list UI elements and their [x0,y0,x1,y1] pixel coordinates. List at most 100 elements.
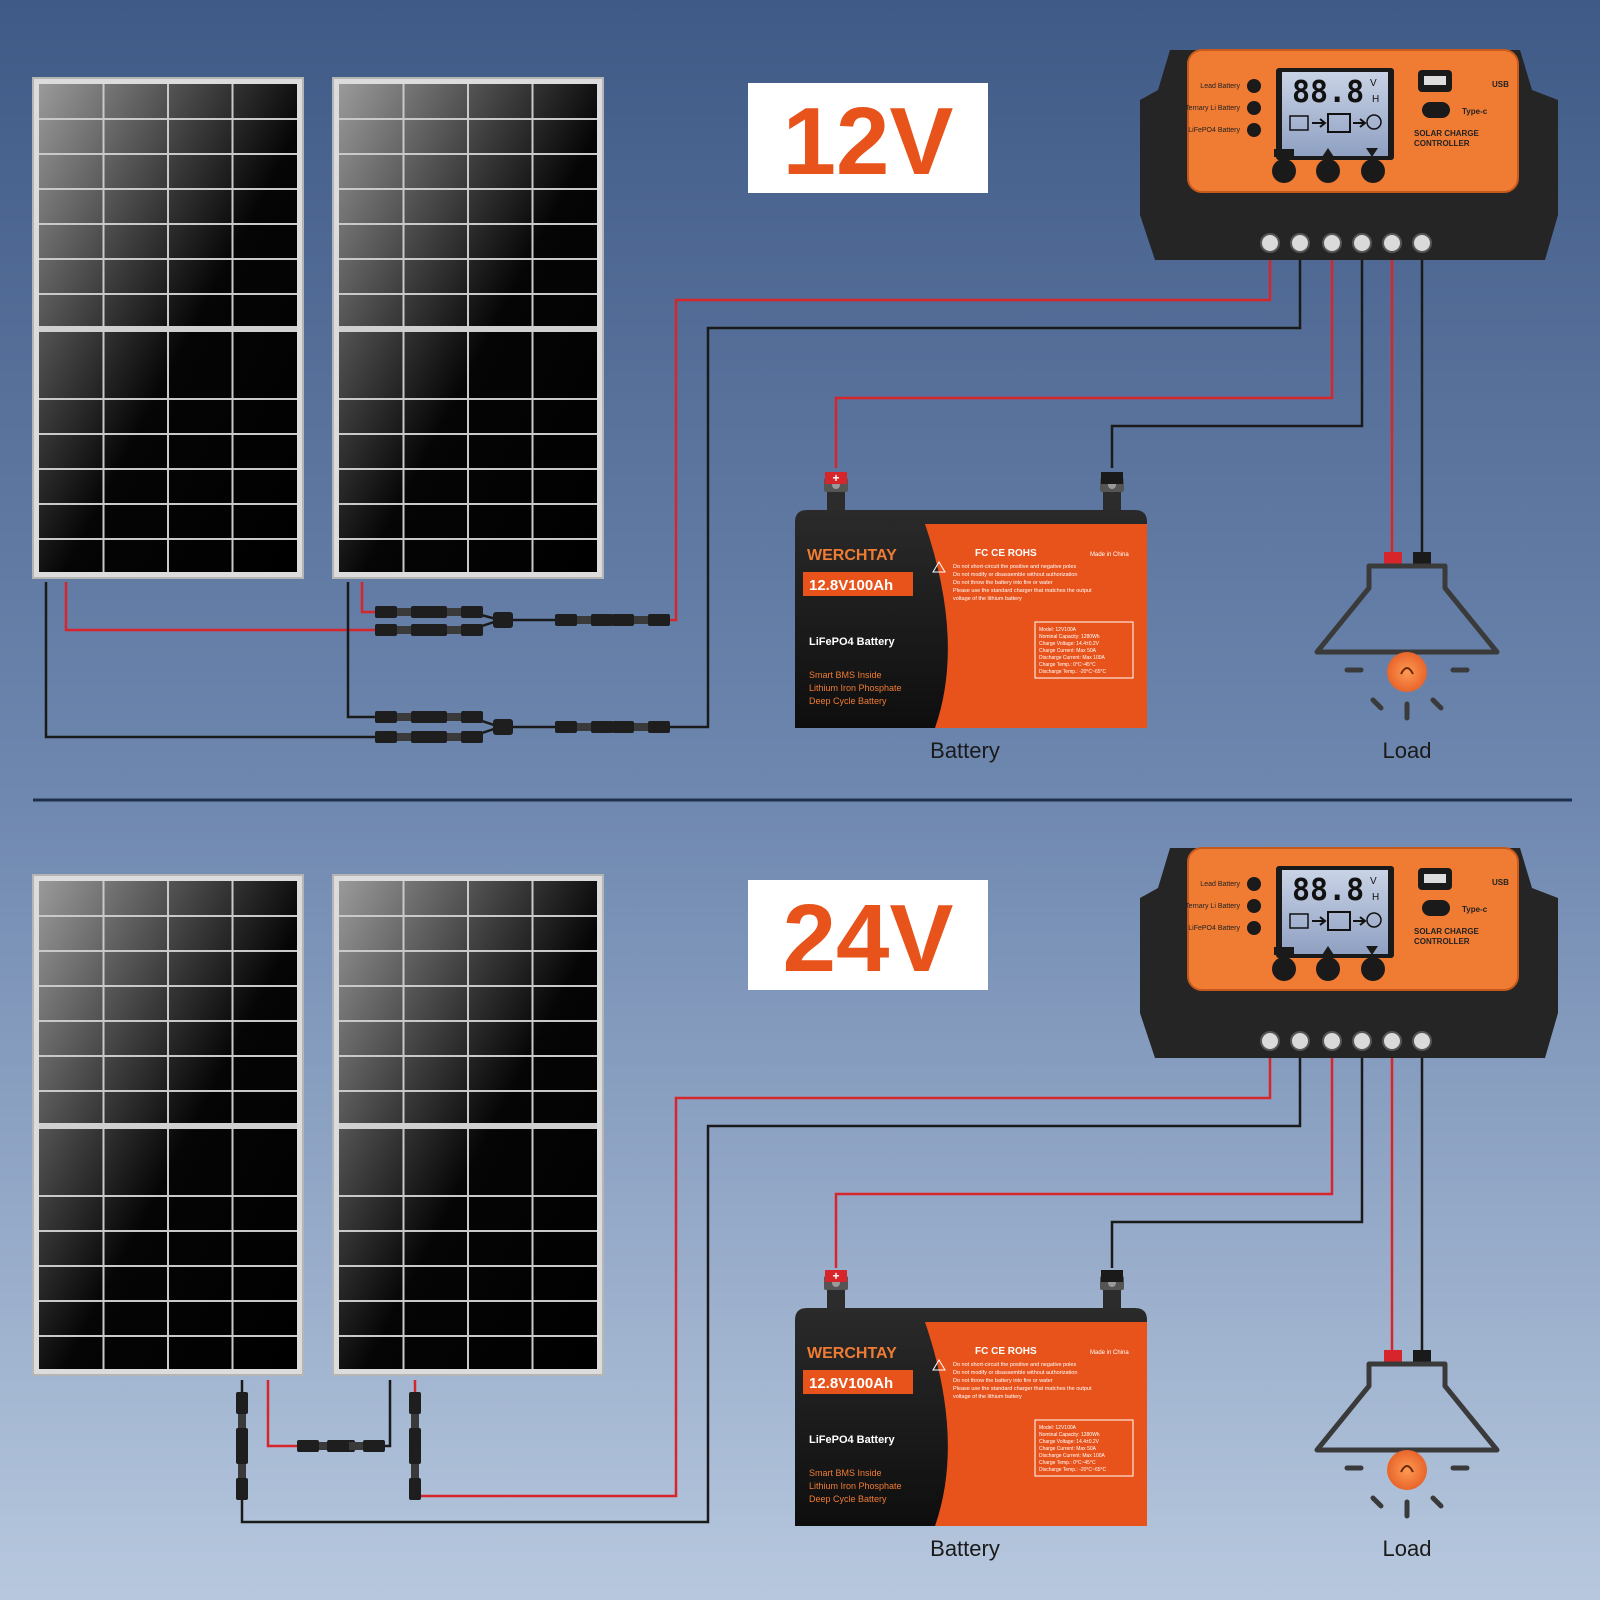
battery-feature-1: Smart BMS Inside [809,1468,882,1478]
battery-chemistry: LiFePO4 Battery [809,1434,895,1446]
up-button[interactable] [1316,159,1340,183]
section-24v: 24V Lead Battery Ternary Li Battery LiFe… [32,847,1558,1561]
section-12v: 12V Lead Battery Ternary Li Battery LiFe… [32,49,1558,763]
mode-lifepo4-indicator [1247,123,1261,137]
battery-spec-4: Charge Current: Max 50A [1039,1446,1097,1452]
typec-port [1422,900,1450,916]
battery-warning-5: voltage of the lithium battery [953,1394,1022,1400]
battery-chemistry: LiFePO4 Battery [809,636,895,648]
controller-title-2: CONTROLLER [1414,937,1470,946]
battery-warning-4: Please use the standard charger that mat… [953,588,1092,594]
battery-feature-2: Lithium Iron Phosphate [809,683,902,693]
load-lamp [1314,1350,1500,1519]
battery-feature-2: Lithium Iron Phosphate [809,1481,902,1491]
lcd-digits: 88.8 [1292,75,1364,110]
solar-panel-4 [332,874,604,1376]
battery-spec-5: Discharge Current: Max 100A [1039,1453,1106,1459]
lamp-shade-icon [1314,1361,1500,1453]
voltage-badge [748,880,988,990]
battery-spec-4: Charge Current: Max 50A [1039,648,1097,654]
mode-ternary-indicator [1247,899,1261,913]
battery-spec-1: Model: 12V100A [1039,1425,1077,1431]
wires-12v [44,258,1424,739]
battery-unit: + WERCHTAY 12.8V100Ah LiFePO4 Battery Sm… [795,471,1147,728]
battery-certifications: FC CE ROHS [975,1346,1037,1357]
menu-button[interactable] [1272,159,1296,183]
mode-ternary-indicator [1247,101,1261,115]
lcd-flow-icon [1289,911,1382,931]
svg-text:+: + [832,471,839,485]
battery-brand: WERCHTAY [807,1345,897,1362]
load-caption: Load [1383,738,1432,763]
warning-icon [932,1359,946,1371]
battery-spec-5: Discharge Current: Max 100A [1039,655,1106,661]
mode-lifepo4-label: LiFePO4 Battery [1188,925,1240,932]
mode-ternary-label: Ternary Li Battery [1185,903,1240,910]
battery-warning-2: Do not modify or disassemble without aut… [953,572,1077,578]
battery-spec-3: Charge Voltage: 14.4±0.2V [1039,1439,1100,1445]
mode-lead-indicator [1247,79,1261,93]
lcd-unit-v: V [1370,876,1377,887]
battery-spec-3: Charge Voltage: 14.4±0.2V [1039,641,1100,647]
up-button[interactable] [1316,957,1340,981]
charge-controller: Lead Battery Ternary Li Battery LiFePO4 … [1140,847,1558,1058]
mode-lifepo4-label: LiFePO4 Battery [1188,127,1240,134]
lamp-bulb-icon [1387,1450,1427,1490]
lcd-unit-v: V [1370,78,1377,89]
load-positive-clip [1384,552,1402,564]
down-button[interactable] [1361,159,1385,183]
battery-rating: 12.8V100Ah [809,1375,893,1392]
battery-unit: + WERCHTAY 12.8V100Ah LiFePO4 Battery Sm… [795,1269,1147,1526]
menu-button[interactable] [1272,957,1296,981]
typec-label: Type-c [1462,905,1488,914]
load-lamp [1314,552,1500,721]
controller-terminals [1260,1031,1432,1051]
battery-spec-2: Nominal Capacity: 1280Wh [1039,634,1100,640]
controller-title-2: CONTROLLER [1414,139,1470,148]
battery-spec-box [1034,621,1134,679]
battery-feature-1: Smart BMS Inside [809,670,882,680]
battery-warning-2: Do not modify or disassemble without aut… [953,1370,1077,1376]
mode-ternary-label: Ternary Li Battery [1185,105,1240,112]
solar-panel-2 [332,77,604,579]
battery-feature-3: Deep Cycle Battery [809,1494,887,1504]
battery-spec-7: Discharge Temp.: -20°C~65°C [1039,669,1107,675]
lcd-digits: 88.8 [1292,873,1364,908]
mc4-connectors-12v [375,606,670,743]
typec-port [1422,102,1450,118]
battery-caption: Battery [930,1536,1000,1561]
typec-label: Type-c [1462,107,1488,116]
svg-text:+: + [832,1269,839,1283]
solar-panel-3 [32,874,304,1376]
battery-spec-1: Model: 12V100A [1039,627,1077,633]
battery-feature-3: Deep Cycle Battery [809,696,887,706]
lamp-shade-icon [1314,563,1500,655]
solar-panel-1 [32,77,304,579]
controller-terminals [1260,233,1432,253]
battery-warning-3: Do not throw the battery into fire or wa… [953,580,1053,586]
usb-label: USB [1492,878,1509,887]
mode-lead-indicator [1247,877,1261,891]
battery-spec-6: Charge Temp.: 0°C~45°C [1039,1460,1096,1466]
usb-label: USB [1492,80,1509,89]
load-caption: Load [1383,1536,1432,1561]
lamp-bulb-icon [1387,652,1427,692]
mode-lead-label: Lead Battery [1200,881,1240,888]
lcd-flow-icon [1289,113,1382,133]
controller-title-1: SOLAR CHARGE [1414,927,1480,936]
down-button[interactable] [1361,957,1385,981]
lcd-unit-h: H [1372,94,1379,105]
controller-buttons [1272,946,1385,981]
mode-lead-label: Lead Battery [1200,83,1240,90]
battery-warning-4: Please use the standard charger that mat… [953,1386,1092,1392]
battery-caption: Battery [930,738,1000,763]
battery-brand: WERCHTAY [807,547,897,564]
mode-lifepo4-indicator [1247,921,1261,935]
load-negative-clip [1413,552,1431,564]
charge-controller: Lead Battery Ternary Li Battery LiFePO4 … [1140,49,1558,260]
battery-warning-1: Do not short-circuit the positive and ne… [953,1362,1076,1368]
battery-spec-7: Discharge Temp.: -20°C~65°C [1039,1467,1107,1473]
load-negative-clip [1413,1350,1431,1362]
